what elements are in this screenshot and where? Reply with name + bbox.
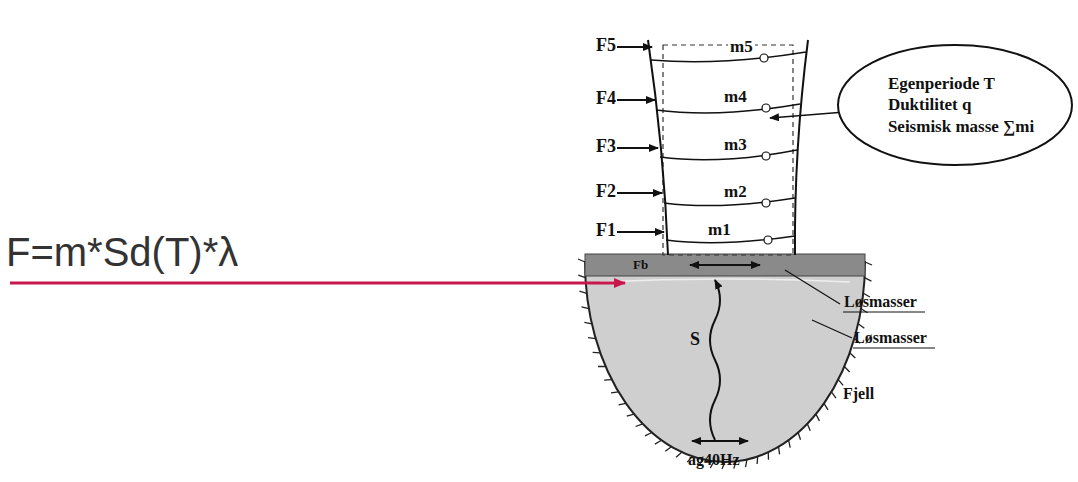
soil-label: Løsmasser <box>844 294 917 310</box>
leader-line <box>785 270 852 338</box>
mass-label: m1 <box>706 221 733 238</box>
soil-basin <box>585 262 865 462</box>
property-text: Egenperiode T <box>888 73 1034 94</box>
bedrock-hatching <box>578 259 872 469</box>
formula: F=m*Sd(T)*λ <box>6 232 238 272</box>
mass-label: m5 <box>728 38 755 55</box>
property-ellipse: Egenperiode TDuktilitet qSeismisk masse … <box>836 43 1074 167</box>
wave-label: S <box>690 330 700 348</box>
acceleration-label: ag40Hz <box>688 452 740 468</box>
underline <box>843 311 925 312</box>
property-text: Duktilitet q <box>888 94 1034 115</box>
mass-label: m4 <box>722 88 749 105</box>
building-wall <box>795 40 808 255</box>
mass-label: m2 <box>722 183 749 200</box>
force-arrows <box>617 47 664 232</box>
mass-dots <box>760 54 772 244</box>
ground-layer <box>585 254 865 276</box>
force-label: F2 <box>596 182 616 200</box>
formula-pointer <box>10 282 625 285</box>
base-force-label: Fb <box>633 258 648 271</box>
underline <box>853 347 935 348</box>
force-label: F4 <box>596 89 616 107</box>
bedrock-motion-arrow <box>692 440 748 442</box>
force-label: F5 <box>596 36 616 54</box>
floor-lines <box>651 52 806 243</box>
undeformed-building <box>663 45 793 255</box>
mass-label: m3 <box>722 136 749 153</box>
force-label: F1 <box>596 221 616 239</box>
base-motion-arrow <box>690 264 760 266</box>
wave-arrow <box>710 280 720 440</box>
force-label: F3 <box>596 137 616 155</box>
soil-label: Løsmasser <box>854 330 927 346</box>
soil-layer-boundary <box>600 279 850 282</box>
rock-label: Fjell <box>843 386 874 402</box>
property-text: Seismisk masse ∑mi <box>888 116 1034 137</box>
leader-line <box>770 112 845 118</box>
